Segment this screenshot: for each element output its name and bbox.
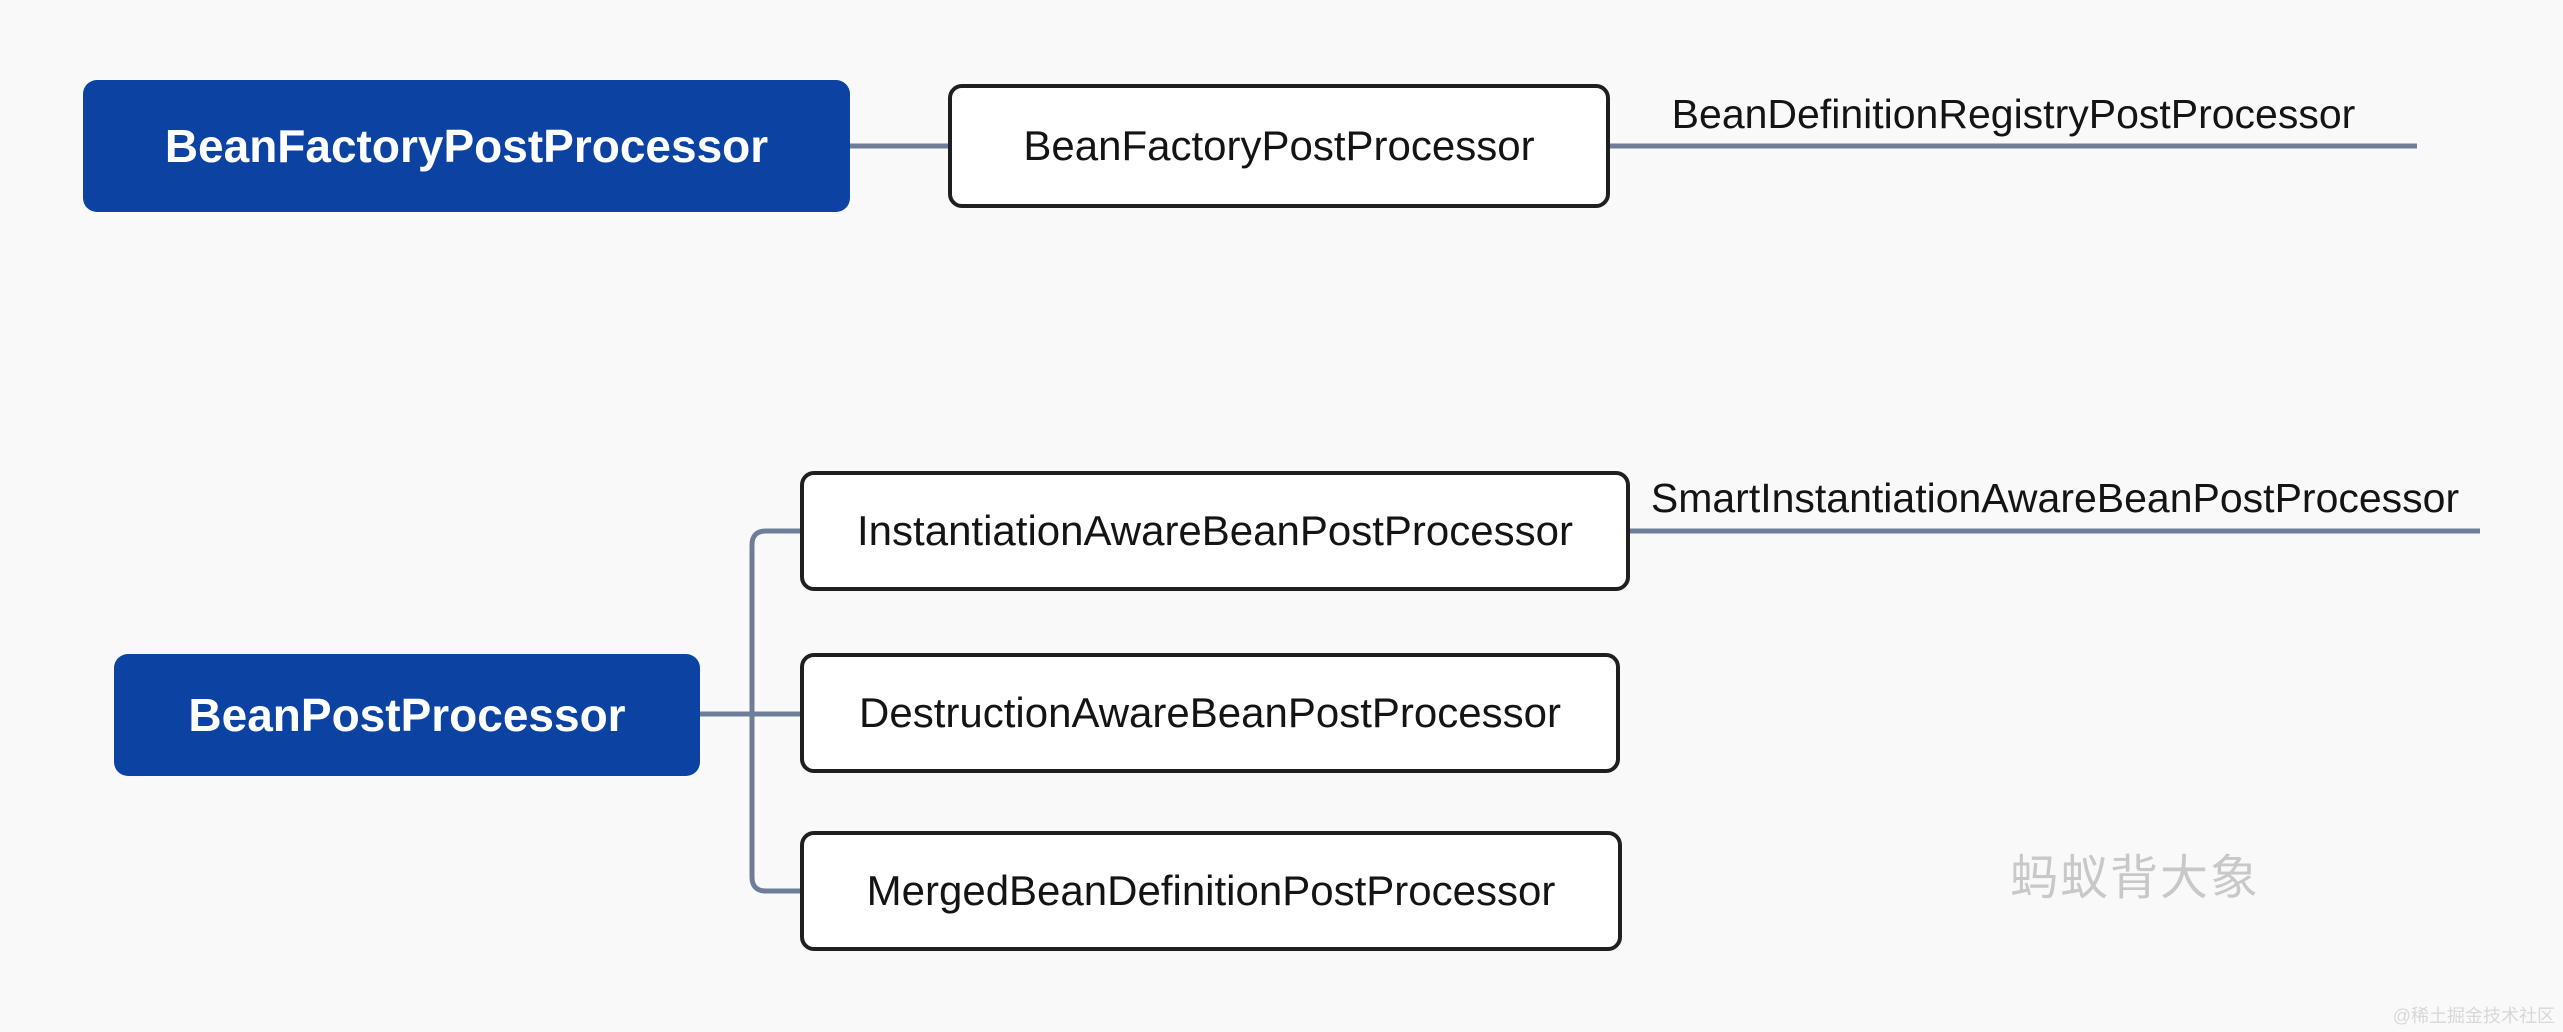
tree2-child-label-merged: MergedBeanDefinitionPostProcessor: [866, 867, 1556, 914]
tree2-sub-interface-label-smartinstantiationawarebeanpostprocessor: SmartInstantiationAwareBeanPostProcessor: [1650, 475, 2460, 521]
tree2-root-label: BeanPostProcessor: [188, 689, 626, 741]
tree1-root-node-beanfactorypostprocessor: BeanFactoryPostProcessor: [83, 80, 850, 212]
tree1-sub-interface-label-beandefinitionregistrypostprocessor: BeanDefinitionRegistryPostProcessor: [1671, 91, 2356, 137]
tree2-child-node-instantiationawarebeanpostprocessor: InstantiationAwareBeanPostProcessor: [800, 471, 1630, 591]
tree1-interface-label: BeanFactoryPostProcessor: [1023, 122, 1535, 169]
tree2-trunk-bottom-elbow: [749, 714, 800, 894]
tree2-child-node-mergedbeandefinitionpostprocessor: MergedBeanDefinitionPostProcessor: [800, 831, 1622, 951]
tree2-child-label-destruction: DestructionAwareBeanPostProcessor: [859, 689, 1561, 736]
tree2-child-label-instantiation: InstantiationAwareBeanPostProcessor: [857, 507, 1573, 554]
tree2-trunk-top-elbow: [749, 528, 800, 714]
brand-watermark: 蚂蚁背大象: [2010, 852, 2261, 905]
tree2-child-node-destructionawarebeanpostprocessor: DestructionAwareBeanPostProcessor: [800, 653, 1620, 773]
tree2-root-node-beanpostprocessor: BeanPostProcessor: [114, 654, 700, 776]
tree1-root-label: BeanFactoryPostProcessor: [164, 120, 769, 172]
tree1-interface-node-beanfactorypostprocessor: BeanFactoryPostProcessor: [948, 84, 1610, 208]
community-corner-watermark: @稀土掘金技术社区: [2392, 1006, 2555, 1026]
